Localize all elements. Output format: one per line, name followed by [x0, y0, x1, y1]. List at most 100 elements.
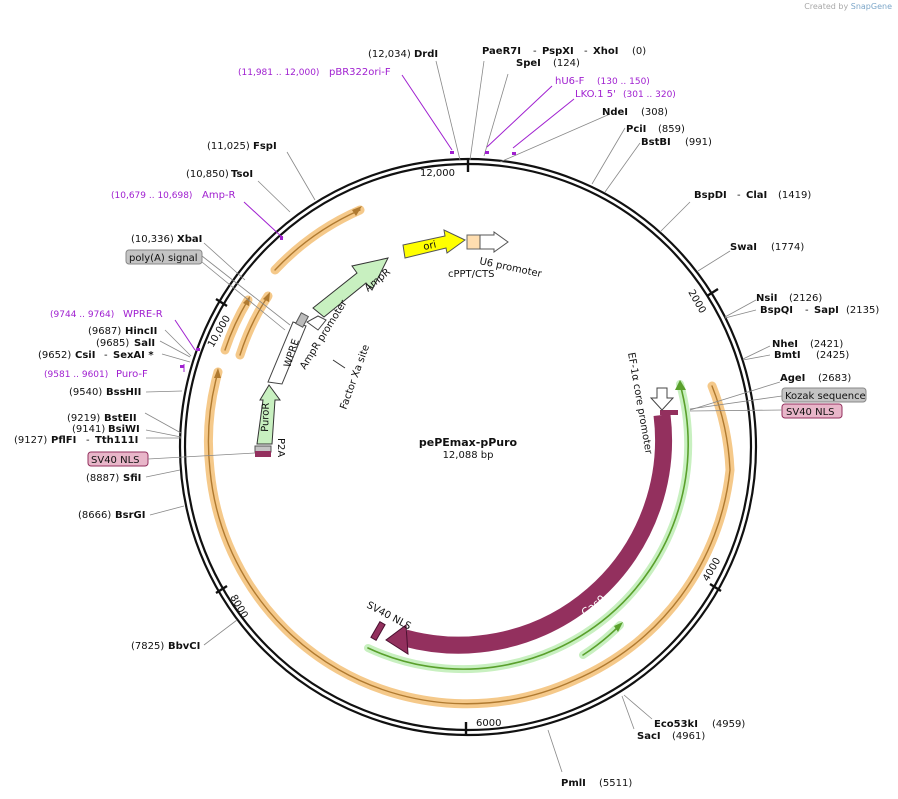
pflfi-pos: (9127)	[14, 435, 47, 446]
orange-arc-upper	[270, 205, 365, 275]
pflfi-dash: -	[86, 435, 90, 446]
orange-arrowhead-2	[243, 296, 250, 306]
paer7i-dash2: -	[584, 46, 588, 57]
pbr322ori-range: (11,981 .. 12,000)	[238, 68, 319, 78]
pspxi-name: PspXI	[542, 46, 574, 57]
bsrgi-pos: (8666)	[78, 510, 111, 521]
bsshii-pos: (9540)	[69, 387, 102, 398]
wpre-feature	[267, 321, 307, 385]
primer-labels: (11,981 .. 12,000) pBR322ori-F hU6-F (13…	[44, 67, 676, 380]
polya-tag: poly(A) signal	[129, 253, 198, 264]
polya-tag-box	[125, 249, 203, 265]
saci-pos: (4961)	[672, 731, 705, 742]
wpre-grey-box	[294, 312, 310, 328]
plasmid-name: pePEmax-pPuro	[419, 436, 518, 449]
bbvci-name: BbvCI	[168, 641, 200, 652]
wpre-r-name: WPRE-R	[123, 309, 163, 320]
csii-dash: -	[104, 350, 108, 361]
nhei-pos: (2421)	[810, 339, 843, 350]
bsiwi-pos: (9141)	[72, 424, 105, 435]
watermark-prefix: Created by	[804, 2, 849, 11]
ef1a-promoter-arrow	[649, 387, 675, 411]
orange-arc-right	[203, 367, 735, 709]
ampr-feature	[312, 257, 389, 318]
bsiwi-name: BsiWI	[108, 424, 140, 435]
green-arrowhead-inner	[614, 622, 623, 632]
ampr-primer-name: Amp-R	[202, 190, 236, 201]
bsteii-name: BstEII	[104, 413, 137, 424]
tick-marks	[215, 159, 722, 735]
orange-arrowheads	[214, 206, 362, 378]
ndei-name: NdeI	[602, 107, 628, 118]
sfii-pos: (8887)	[86, 473, 119, 484]
sapi-name: SapI	[814, 305, 839, 316]
agei-pos: (2683)	[818, 373, 851, 384]
sv40-nls-inner-box	[370, 621, 386, 641]
drdi-name: DrdI	[414, 49, 438, 60]
hincii-pos: (9687)	[88, 326, 121, 337]
agei-name: AgeI	[780, 373, 805, 384]
plasmid-length: 12,088 bp	[443, 450, 494, 461]
ampr-primer-range: (10,679 .. 10,698)	[111, 191, 192, 201]
puror-feature	[256, 384, 281, 445]
bmti-name: BmtI	[774, 350, 801, 361]
orange-arrowhead-4	[214, 368, 221, 378]
kozak-tag: Kozak sequence	[785, 391, 866, 402]
ef1a-marker	[660, 410, 678, 415]
xhoi-name: XhoI	[593, 46, 618, 57]
spei-pos: (124)	[553, 58, 580, 69]
u6-promoter-arrow	[479, 231, 509, 253]
ndei-pos: (308)	[641, 107, 668, 118]
fspi-name: FspI	[253, 141, 277, 152]
xbai-name: XbaI	[177, 234, 202, 245]
swai-pos: (1774)	[771, 242, 804, 253]
ori-label: ori	[422, 239, 437, 252]
bstbi-name: BstBI	[641, 137, 671, 148]
bspqi-pos: (2135)	[846, 305, 879, 316]
bmti-pos: (2425)	[816, 350, 849, 361]
hu6-range: (130 .. 150)	[597, 77, 650, 87]
snapgene-watermark: Created by SnapGene	[804, 2, 892, 11]
tsoi-name: TsoI	[231, 169, 253, 180]
puro-f-name: Puro-F	[116, 369, 148, 380]
csii-pos: (9652)	[38, 350, 71, 361]
pbr322ori-name: pBR322ori-F	[329, 67, 391, 78]
swai-name: SwaI	[730, 242, 757, 253]
xbai-pos: (10,336)	[131, 234, 174, 245]
fspi-pos: (11,025)	[207, 141, 250, 152]
tick-8000: 8000	[227, 593, 249, 621]
tth111i-name: Tth111I	[95, 435, 138, 446]
tsoi-pos: (10,850)	[186, 169, 229, 180]
bstbi-pos: (991)	[685, 137, 712, 148]
lko-name: LKO.1 5'	[575, 89, 616, 100]
pmli-pos: (5511)	[599, 778, 632, 789]
puror-label: PuroR	[260, 403, 272, 433]
green-arrowhead-top	[675, 380, 686, 390]
pflfi-name: PflFI	[51, 435, 76, 446]
bsrgi-name: BsrGI	[115, 510, 145, 521]
paer7i-name: PaeR7I	[482, 46, 521, 57]
bspdi-name: BspDI	[694, 190, 727, 201]
sv40-right-tag-box	[781, 403, 843, 419]
sfii-name: SfiI	[123, 473, 141, 484]
orange-arrowhead-1	[352, 206, 362, 216]
factor-xa-line	[332, 359, 346, 369]
primer-lines	[174, 74, 575, 372]
snapgene-logo: SnapGene	[850, 2, 892, 11]
pcii-name: PciI	[626, 124, 646, 135]
csii-name: CsiI	[75, 350, 95, 361]
puro-f-range: (9581 .. 9601)	[44, 370, 108, 380]
cas9-feature	[402, 413, 673, 654]
bsshii-name: BssHII	[106, 387, 141, 398]
ampr-promoter-arrow	[306, 315, 327, 331]
clai-name: ClaI	[746, 190, 767, 201]
p2a-label: P2A	[275, 438, 286, 457]
sali-name: SalI	[134, 338, 155, 349]
tick-6000: 6000	[476, 718, 501, 729]
pcii-pos: (859)	[658, 124, 685, 135]
bspqi-name: BspQI	[760, 305, 793, 316]
enzyme-labels: (12,034) DrdI PaeR7I - PspXI - XhoI (0) …	[14, 46, 879, 789]
sv40-left-tag: SV40 NLS	[91, 455, 140, 466]
cas9-arrowhead	[385, 624, 409, 655]
